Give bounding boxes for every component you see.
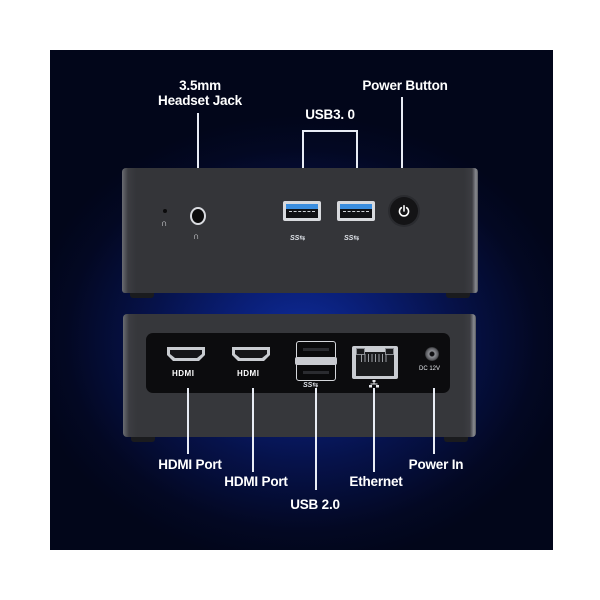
hdmi-2-label: HDMI Port xyxy=(224,474,288,489)
mini-pc-front xyxy=(122,168,478,293)
usb3-bracket-top xyxy=(302,130,358,132)
usb3-logo-icon: SS⇆ xyxy=(344,235,360,242)
device-foot xyxy=(131,437,155,442)
ethernet-leader xyxy=(373,388,375,472)
hdmi-port-1 xyxy=(167,347,205,361)
power-button-leader xyxy=(401,97,403,193)
device-foot xyxy=(130,293,154,298)
mic-icon: ∩ xyxy=(161,218,168,228)
headset-jack-leader xyxy=(197,113,199,192)
headset-jack-label-line2: Headset Jack xyxy=(158,93,242,108)
hdmi-1-leader xyxy=(187,388,189,454)
headset-jack-label-line1: 3.5mm xyxy=(179,78,221,93)
ethernet-port xyxy=(352,346,398,379)
usb3-logo-icon: SS⇆ xyxy=(290,235,306,242)
headphone-icon: ∩ xyxy=(193,231,200,241)
usb-logo-icon: SS⇆ xyxy=(303,382,319,389)
device-foot xyxy=(446,293,470,298)
usb2-leader xyxy=(315,388,317,490)
hdmi-1-label: HDMI Port xyxy=(158,457,222,472)
headset-jack-label: 3.5mm Headset Jack xyxy=(150,78,250,108)
usb3-leader-left xyxy=(302,130,304,197)
usb3-label: USB3. 0 xyxy=(305,107,355,122)
mic-hole xyxy=(163,209,167,213)
usb2-label: USB 2.0 xyxy=(290,497,340,512)
hdmi-2-leader xyxy=(252,388,254,472)
product-diagram-panel xyxy=(50,50,553,550)
usb3-port-2 xyxy=(337,201,375,221)
hdmi-port-2 xyxy=(232,347,270,361)
dc-power-jack xyxy=(425,347,439,361)
power-icon xyxy=(398,204,410,217)
usb3-port-1 xyxy=(283,201,321,221)
hdmi-logo: HDMI xyxy=(237,369,260,378)
power-button xyxy=(390,197,418,225)
ethernet-label: Ethernet xyxy=(349,474,403,489)
usb2-ports xyxy=(295,341,337,381)
network-icon xyxy=(369,380,379,388)
power-in-leader xyxy=(433,388,435,454)
dc-voltage-label: DC 12V xyxy=(419,366,441,372)
usb3-leader-right xyxy=(356,130,358,197)
headset-jack-port xyxy=(190,207,206,225)
power-in-label: Power In xyxy=(408,457,464,472)
power-button-label: Power Button xyxy=(362,78,448,93)
device-foot xyxy=(444,437,468,442)
hdmi-logo: HDMI xyxy=(172,369,195,378)
